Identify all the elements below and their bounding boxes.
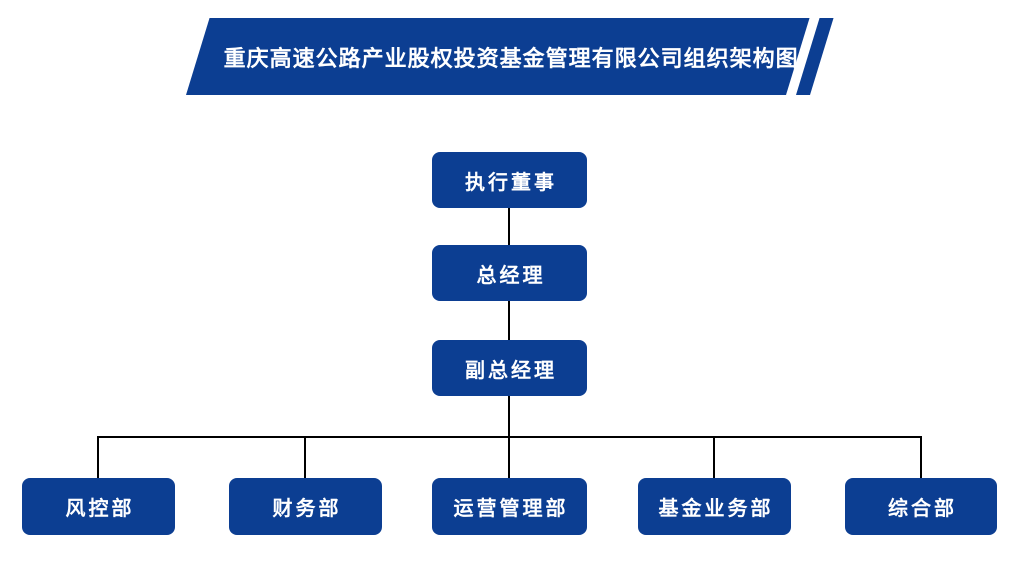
node-dept-fund-business: 基金业务部 — [638, 478, 791, 535]
chart-title: 重庆高速公路产业股权投资基金管理有限公司组织架构图 — [223, 45, 799, 71]
node-general-manager: 总经理 — [432, 245, 587, 301]
connector-drop-fund-business — [713, 437, 715, 478]
node-executive-director: 执行董事 — [432, 152, 587, 208]
connector-deputy-to-bus — [508, 396, 510, 437]
connector-drop-finance — [304, 437, 306, 478]
node-deputy-general-manager: 副总经理 — [432, 340, 587, 396]
connector-drop-general — [920, 437, 922, 478]
node-dept-operations-management: 运营管理部 — [432, 478, 587, 535]
connector-director-to-gm — [508, 208, 510, 246]
node-dept-risk-control: 风控部 — [22, 478, 175, 535]
node-dept-general: 综合部 — [845, 478, 997, 535]
node-dept-finance: 财务部 — [229, 478, 382, 535]
title-banner: 重庆高速公路产业股权投资基金管理有限公司组织架构图 — [186, 18, 810, 95]
connector-gm-to-deputy — [508, 301, 510, 341]
connector-drop-operations — [508, 437, 510, 478]
connector-drop-risk-control — [97, 437, 99, 478]
